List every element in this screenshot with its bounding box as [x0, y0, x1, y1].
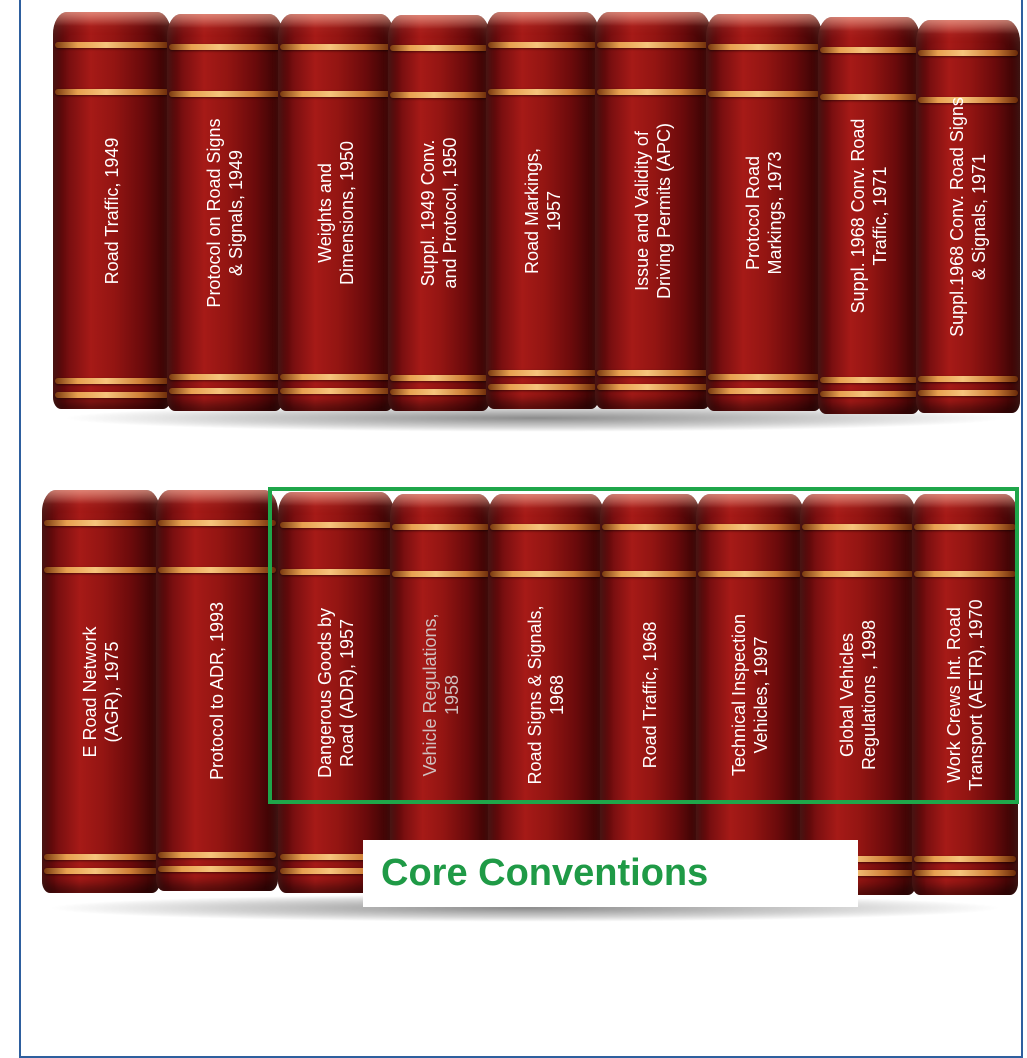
core-conventions-label-background — [363, 840, 858, 907]
book-weights-dimensions-1950[interactable]: Weights and Dimensions, 1950 — [278, 14, 394, 411]
book-title: Road Traffic, 1949 — [102, 137, 122, 284]
book-aetr-1970[interactable]: Work Crews Int. Road Transport (AETR), 1… — [912, 494, 1018, 895]
book-title: E Road Network (AGR), 1975 — [80, 625, 122, 758]
book-road-traffic-1968[interactable]: Road Traffic, 1968 — [600, 494, 700, 895]
book-title: Protocol Road Markings, 1973 — [743, 150, 785, 275]
book-suppl-1968-road-traffic-1971[interactable]: Suppl. 1968 Conv. Road Traffic, 1971 — [818, 17, 920, 414]
book-title: Suppl.1968 Conv. Road Signs & Signals, 1… — [947, 96, 989, 337]
book-title: Protocol on Road Signs & Signals, 1949 — [204, 117, 246, 308]
book-vehicle-regulations-1958[interactable]: Vehicle Regulations, 1958 — [390, 494, 492, 895]
book-dangerous-goods-adr-1957[interactable]: Dangerous Goods by Road (ADR), 1957 — [278, 492, 394, 893]
book-protocol-to-adr-1993[interactable]: Protocol to ADR, 1993 — [156, 490, 278, 891]
book-title: Suppl. 1968 Conv. Road Traffic, 1971 — [848, 118, 890, 313]
book-title: Protocol to ADR, 1993 — [207, 601, 227, 780]
book-driving-permits-apc[interactable]: Issue and Validity of Driving Permits (A… — [595, 12, 711, 409]
book-protocol-road-signs-1949[interactable]: Protocol on Road Signs & Signals, 1949 — [167, 14, 283, 411]
book-road-markings-1957[interactable]: Road Markings, 1957 — [486, 12, 599, 409]
book-title: Weights and Dimensions, 1950 — [315, 140, 357, 285]
core-conventions-label: Core Conventions — [381, 852, 709, 894]
book-road-traffic-1949[interactable]: Road Traffic, 1949 — [53, 12, 171, 409]
book-title: Issue and Validity of Driving Permits (A… — [632, 122, 674, 299]
book-suppl-1968-road-signs-1971[interactable]: Suppl.1968 Conv. Road Signs & Signals, 1… — [916, 20, 1020, 413]
core-conventions-box — [268, 487, 1019, 804]
book-title: Road Markings, 1957 — [521, 147, 564, 274]
book-suppl-1949-conv-1950[interactable]: Suppl. 1949 Conv. and Protocol, 1950 — [388, 15, 490, 411]
book-title: Suppl. 1949 Conv. and Protocol, 1950 — [418, 137, 460, 289]
book-global-vehicles-1998[interactable]: Global Vehicles Regulations , 1998 — [800, 494, 916, 895]
book-protocol-road-markings-1973[interactable]: Protocol Road Markings, 1973 — [706, 14, 822, 411]
book-e-road-network-1975[interactable]: E Road Network (AGR), 1975 — [42, 490, 160, 893]
